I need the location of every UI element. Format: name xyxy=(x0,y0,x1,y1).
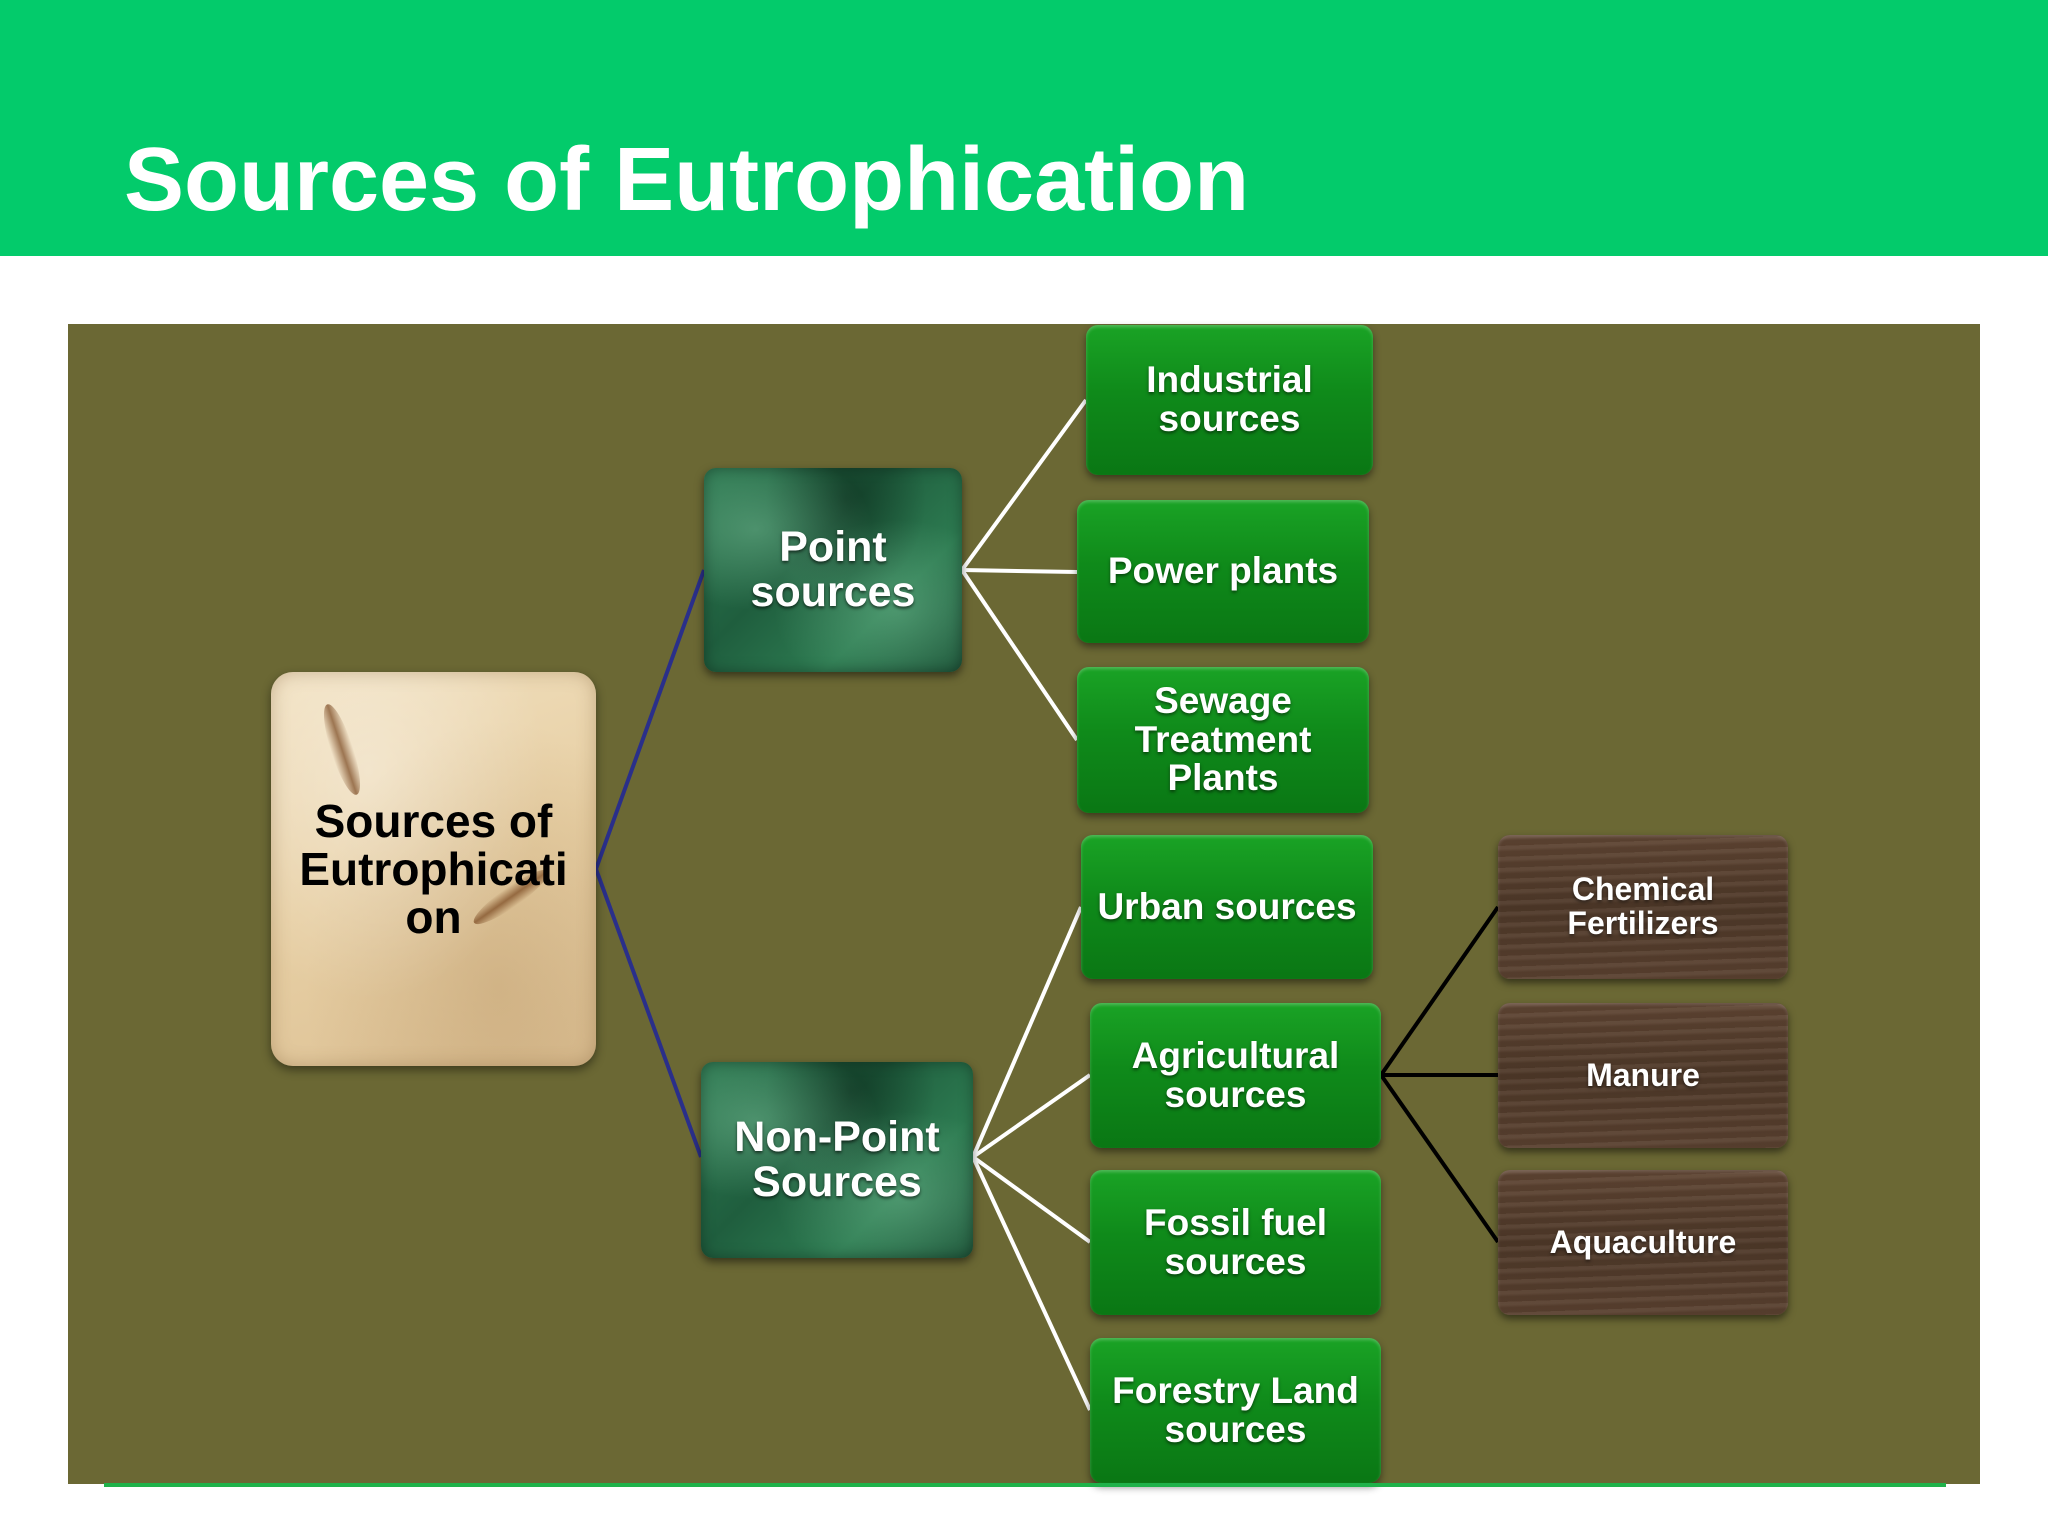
urban-label-line: Urban sources xyxy=(1097,885,1357,927)
sewage-label-line: Plants xyxy=(1167,757,1279,799)
node-agricultural-sources: Agricultural sources xyxy=(1090,1003,1381,1148)
connector-agri-chemical xyxy=(1379,905,1500,1077)
chemical-label-line: Chemical xyxy=(1571,871,1715,908)
industrial-label-line: Industrial xyxy=(1146,359,1313,401)
node-non-point-sources: Non-Point Sources xyxy=(701,1062,973,1258)
fossil-fish-decoration xyxy=(316,700,368,799)
root-label-line: on xyxy=(405,891,462,944)
slide-title: Sources of Eutrophication xyxy=(124,130,1250,230)
connector-nonpoint-urban xyxy=(971,906,1083,1158)
point-label-line: Point xyxy=(779,522,887,571)
connector-agri-aquaculture xyxy=(1379,1073,1500,1244)
forestry-label-line: sources xyxy=(1164,1408,1307,1450)
root-label: Sources of Eutrophicati on xyxy=(299,794,568,944)
agricultural-label-line: sources xyxy=(1164,1073,1307,1115)
connector-root-nonpoint xyxy=(594,868,703,1158)
nonpoint-label-line: Non-Point xyxy=(734,1112,940,1161)
node-chemical-fertilizers: Chemical Fertilizers xyxy=(1498,835,1788,979)
node-urban-sources: Urban sources xyxy=(1081,835,1373,979)
sewage-label-line: Treatment xyxy=(1134,718,1312,760)
node-manure: Manure xyxy=(1498,1003,1788,1148)
connector-nonpoint-forestry xyxy=(971,1156,1092,1411)
connector-point-power xyxy=(961,568,1078,574)
fossil-label-line: Fossil fuel xyxy=(1144,1201,1327,1243)
industrial-label-line: sources xyxy=(1158,398,1301,439)
aquaculture-label-line: Aquaculture xyxy=(1549,1223,1737,1260)
root-label-line: Eutrophicati xyxy=(299,842,568,895)
node-forestry-land-sources: Forestry Land sources xyxy=(1090,1338,1381,1483)
manure-label-line: Manure xyxy=(1586,1056,1700,1093)
footer-divider xyxy=(104,1483,1946,1487)
root-label-line: Sources of xyxy=(314,794,553,847)
title-bar: Sources of Eutrophication xyxy=(0,0,2048,256)
fossil-label-line: sources xyxy=(1164,1240,1307,1282)
node-industrial-sources: Industrial sources xyxy=(1086,325,1373,475)
forestry-label-line: Forestry Land xyxy=(1112,1369,1359,1411)
power-label-line: Power plants xyxy=(1107,550,1339,592)
node-sources-of-eutrophication: Sources of Eutrophicati on xyxy=(271,672,596,1066)
chemical-label-line: Fertilizers xyxy=(1567,905,1719,941)
point-label-line: sources xyxy=(750,568,916,616)
connector-point-sewage xyxy=(960,568,1079,742)
node-power-plants: Power plants xyxy=(1077,500,1369,643)
connector-root-point xyxy=(594,569,706,870)
agricultural-label-line: Agricultural xyxy=(1131,1034,1340,1076)
connector-nonpoint-fossil xyxy=(971,1155,1092,1244)
node-point-sources: Point sources xyxy=(704,468,962,672)
node-fossil-fuel-sources: Fossil fuel sources xyxy=(1090,1170,1381,1315)
connector-nonpoint-agricultural xyxy=(971,1073,1092,1159)
node-sewage-treatment-plants: Sewage Treatment Plants xyxy=(1077,667,1369,813)
nonpoint-label-line: Sources xyxy=(752,1158,922,1206)
connector-point-industrial xyxy=(960,398,1088,572)
sewage-label-line: Sewage xyxy=(1154,679,1292,721)
node-aquaculture: Aquaculture xyxy=(1498,1170,1788,1315)
